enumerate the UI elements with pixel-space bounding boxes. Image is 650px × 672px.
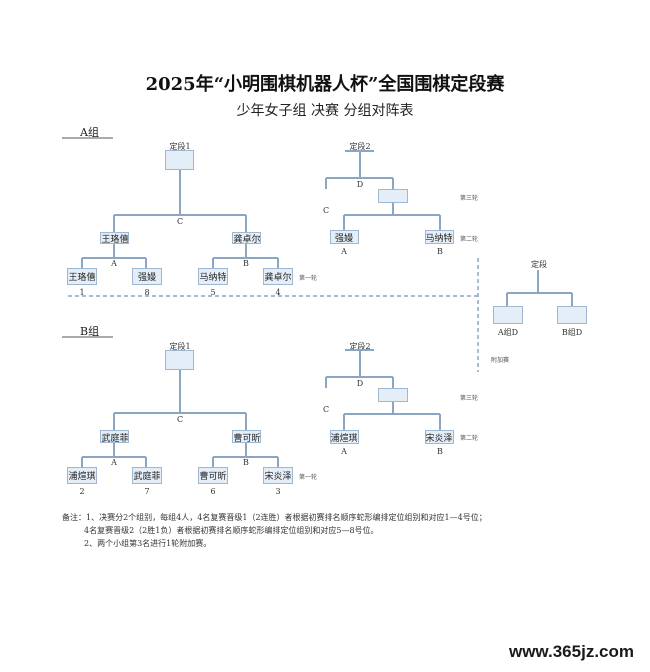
group-a-semi-right-winner: 龚卓尔 bbox=[233, 235, 261, 245]
group-a-match-c: C bbox=[176, 217, 184, 226]
group-a-player-1-box bbox=[67, 268, 97, 285]
group-b-semi-left-winner: 武庭菲 bbox=[101, 434, 129, 444]
group-a-semi-right-box bbox=[232, 232, 261, 244]
group-b-r2-left-from: A bbox=[341, 447, 347, 456]
group-b-dan1-box bbox=[165, 350, 194, 370]
group-a-match-d: D bbox=[356, 180, 364, 189]
page-title: 2025年“小明围棋机器人杯”全国围棋定段赛 bbox=[145, 74, 505, 95]
group-b-player-1-box bbox=[67, 467, 97, 484]
group-b-player-1-name: 浦煊琪 bbox=[68, 472, 96, 482]
group-a-player-3-name: 马纳特 bbox=[199, 273, 227, 283]
group-a-dan2-bar bbox=[345, 150, 374, 152]
group-a-dan1-label: 定段1 bbox=[169, 142, 191, 151]
group-b-d-right-box bbox=[378, 388, 408, 402]
group-a-player-3-box bbox=[198, 268, 228, 285]
group-a-r2-right-from: B bbox=[437, 247, 443, 256]
group-b-match-c: C bbox=[176, 415, 184, 424]
group-b-r2-right-box bbox=[425, 430, 454, 444]
extra-right-label: B组D bbox=[561, 328, 583, 337]
group-a-d-right-box bbox=[378, 189, 408, 203]
group-b-player-3-seed: 6 bbox=[210, 487, 216, 496]
group-a-player-3-seed: 5 bbox=[210, 288, 216, 297]
group-a-match-a: A bbox=[111, 259, 117, 268]
group-b-label: B组 bbox=[80, 325, 100, 338]
group-b-semi-right-box bbox=[232, 430, 261, 443]
group-b-match-d: D bbox=[356, 379, 364, 388]
group-b-player-3-name: 曹可昕 bbox=[199, 472, 227, 482]
group-a-round3-label: 第三轮 bbox=[460, 195, 479, 202]
group-a-dan2-label: 定段2 bbox=[349, 142, 371, 151]
group-b-r2-left-name: 浦煊琪 bbox=[330, 434, 358, 444]
group-b-r2-right-name: 宋炎泽 bbox=[425, 434, 453, 444]
group-a-player-4-name: 龚卓尔 bbox=[264, 273, 292, 283]
group-a-player-2-box bbox=[132, 268, 162, 285]
page-subtitle: 少年女子组 决赛 分组对阵表 bbox=[236, 103, 414, 119]
group-a-dan1-box bbox=[165, 150, 194, 170]
group-b-r2-right-from: B bbox=[437, 447, 443, 456]
group-b-dan2-bar bbox=[345, 349, 374, 351]
group-a-match-b: B bbox=[243, 259, 249, 268]
group-a-player-1-seed: 1 bbox=[79, 288, 85, 297]
group-b-player-1-seed: 2 bbox=[79, 487, 85, 496]
note-line-3: 2、两个小组第3名进行1轮附加赛。 bbox=[84, 539, 212, 548]
group-b-round2-label: 第二轮 bbox=[460, 435, 479, 442]
extra-left-label: A组D bbox=[497, 328, 519, 337]
group-a-r2-left-box bbox=[330, 230, 359, 244]
group-b-right-c-label: C bbox=[322, 405, 330, 414]
group-a-semi-left-box bbox=[100, 232, 129, 244]
group-b-match-a: A bbox=[111, 458, 117, 467]
group-a-semi-left-winner: 王珞僖 bbox=[101, 235, 129, 245]
group-a-label: A组 bbox=[80, 126, 99, 139]
group-a-round2-label: 第二轮 bbox=[460, 236, 479, 243]
note-line-2: 4名复赛晋级2（2胜1负）者根据初赛排名顺序蛇形编排定位组别和对应5—8号位。 bbox=[84, 526, 379, 535]
group-a-r2-left-name: 强嫚 bbox=[334, 234, 353, 244]
extra-left-box bbox=[493, 306, 523, 324]
extra-dan-label: 定段 bbox=[531, 260, 547, 269]
site-watermark: www.365jz.com bbox=[508, 642, 634, 661]
group-b-match-b: B bbox=[243, 458, 249, 467]
notes: 备注：1、决赛分2个组别，每组4人，4名复赛晋级1（2连胜）者根据初赛排名顺序蛇… bbox=[62, 511, 487, 550]
group-b-player-3-box bbox=[198, 467, 228, 484]
group-b-player-2-name: 武庭菲 bbox=[133, 472, 161, 482]
group-a-r2-right-box bbox=[425, 230, 454, 244]
group-b-player-4-box bbox=[263, 467, 293, 484]
group-b-player-4-name: 宋炎泽 bbox=[264, 472, 292, 482]
group-b-player-2-seed: 7 bbox=[144, 487, 150, 496]
group-a-right-c-label: C bbox=[322, 206, 330, 215]
group-b-dan2-label: 定段2 bbox=[349, 342, 371, 351]
extra-match-label: 附加赛 bbox=[491, 357, 510, 364]
extra-dan-box bbox=[523, 258, 553, 270]
group-a-player-4-seed: 4 bbox=[275, 288, 281, 297]
group-a-player-2-name: 强嫚 bbox=[137, 273, 156, 283]
extra-right-box bbox=[557, 306, 587, 324]
group-b-semi-left-box bbox=[100, 430, 129, 443]
group-b-dan1-label: 定段1 bbox=[169, 342, 191, 351]
group-b-player-4-seed: 3 bbox=[275, 487, 281, 496]
group-b-r2-left-box bbox=[330, 430, 359, 444]
group-a-r2-right-name: 马纳特 bbox=[425, 234, 453, 244]
group-b-semi-right-winner: 曹可昕 bbox=[233, 434, 261, 444]
group-a-player-4-box bbox=[263, 268, 293, 285]
group-b-player-2-box bbox=[132, 467, 162, 484]
group-b-round3-label: 第三轮 bbox=[460, 395, 479, 402]
note-line-1: 备注：1、决赛分2个组别，每组4人，4名复赛晋级1（2连胜）者根据初赛排名顺序蛇… bbox=[62, 513, 487, 522]
group-a-round1-label: 第一轮 bbox=[299, 275, 318, 282]
group-a-player-2-seed: 8 bbox=[144, 288, 150, 297]
group-b-round1-label: 第一轮 bbox=[299, 474, 318, 481]
group-a-player-1-name: 王珞僖 bbox=[68, 273, 96, 283]
group-a-r2-left-from: A bbox=[341, 247, 347, 256]
